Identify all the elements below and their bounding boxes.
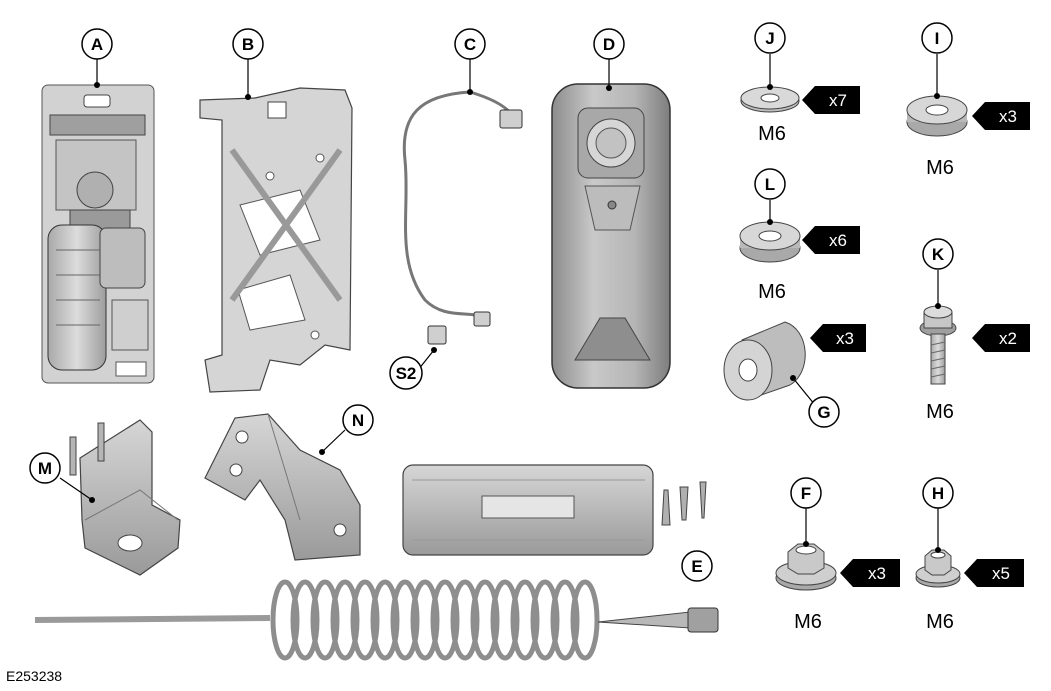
- thick-washer-l: [739, 221, 801, 263]
- callout-a: A: [81, 28, 113, 60]
- callout-e: E: [681, 550, 713, 582]
- callout-c: C: [454, 28, 486, 60]
- svg-text:C: C: [464, 35, 476, 54]
- callout-m: M: [29, 452, 61, 484]
- quantity-arrow-i: x3: [972, 102, 1030, 130]
- svg-text:x3: x3: [868, 564, 886, 583]
- quantity-arrow-l: x6: [802, 226, 860, 254]
- size-label-i: M6: [926, 157, 954, 179]
- size-label-j: M6: [758, 123, 786, 145]
- svg-text:x5: x5: [992, 564, 1010, 583]
- callout-b: B: [232, 28, 264, 60]
- svg-text:x6: x6: [829, 231, 847, 250]
- compressor-assembly: [41, 84, 155, 384]
- svg-text:K: K: [932, 245, 945, 264]
- svg-text:D: D: [603, 35, 615, 54]
- bolt-k: [919, 305, 957, 385]
- flange-nut-f: [775, 543, 837, 591]
- callout-s2: S2: [389, 356, 423, 390]
- figure-id: E253238: [6, 668, 63, 684]
- size-label-l: M6: [758, 281, 786, 303]
- size-label-h: M6: [926, 611, 954, 633]
- bracket-n: [204, 413, 361, 561]
- svg-text:E: E: [691, 557, 702, 576]
- svg-text:F: F: [801, 484, 811, 503]
- quantity-arrow-g: x3: [810, 324, 866, 352]
- svg-text:S2: S2: [396, 364, 417, 383]
- svg-text:B: B: [242, 35, 254, 54]
- wiring-harness: [402, 90, 523, 345]
- callout-k: K: [922, 238, 954, 270]
- callout-n: N: [342, 404, 374, 436]
- svg-text:x7: x7: [829, 91, 847, 110]
- svg-text:I: I: [935, 29, 940, 48]
- spacer-g: [723, 321, 806, 401]
- size-label-k: M6: [926, 401, 954, 423]
- svg-text:x2: x2: [999, 329, 1017, 348]
- callout-l: L: [754, 168, 786, 200]
- svg-text:x3: x3: [836, 329, 854, 348]
- callout-j: J: [754, 22, 786, 54]
- callout-d: D: [593, 28, 625, 60]
- svg-text:M: M: [38, 459, 52, 478]
- svg-text:H: H: [932, 484, 944, 503]
- quantity-arrow-j: x7: [802, 86, 860, 114]
- quantity-arrow-k: x2: [972, 324, 1030, 352]
- quantity-arrow-h: x5: [964, 559, 1024, 587]
- callout-f: F: [790, 477, 822, 509]
- callout-i: I: [921, 22, 953, 54]
- callout-g: G: [808, 396, 840, 428]
- svg-text:L: L: [765, 175, 775, 194]
- bracket-m: [69, 419, 181, 576]
- svg-text:A: A: [91, 35, 103, 54]
- svg-text:N: N: [352, 411, 364, 430]
- svg-text:G: G: [817, 403, 830, 422]
- air-hose-kit: [34, 464, 719, 661]
- reservoir-tank: [551, 83, 671, 389]
- size-label-f: M6: [794, 611, 822, 633]
- svg-text:J: J: [765, 29, 774, 48]
- callout-h: H: [922, 477, 954, 509]
- mounting-plate: [199, 87, 353, 393]
- flange-nut-h: [915, 549, 961, 588]
- thick-washer-i: [906, 95, 968, 137]
- flat-washer-j: [740, 86, 800, 113]
- quantity-arrow-f: x3: [840, 559, 900, 587]
- svg-text:x3: x3: [999, 107, 1017, 126]
